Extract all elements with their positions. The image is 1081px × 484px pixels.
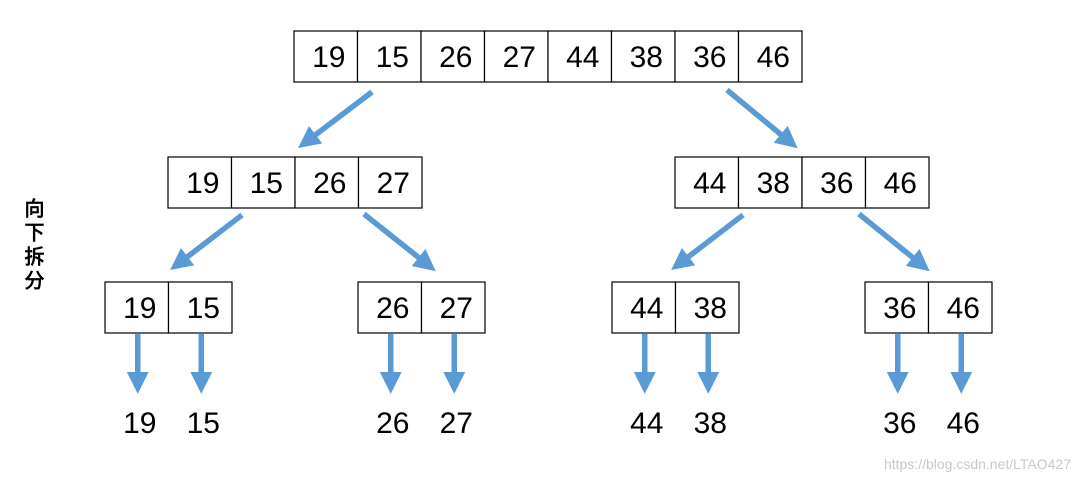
array-cell [801,156,867,209]
array-cell-value: 19 [312,41,345,74]
array-cell-value: 15 [250,167,283,200]
array-group: 44 38 36 46 [674,156,930,209]
array-cell-value: 26 [439,41,472,74]
array-cell-value: 38 [630,41,663,74]
array-cell [294,156,360,209]
array-cell [674,30,740,83]
array-cell [293,30,359,83]
array-cell-value: 19 [123,292,156,325]
side-label: 向下拆分 [21,198,45,294]
array-cell [610,30,676,83]
array-cell [927,281,993,334]
leaf-value: 26 [376,407,409,440]
array-cell [420,281,486,334]
split-arrow [298,89,374,148]
watermark: https://blog.csdn.net/LTAO427 [883,456,1071,472]
leaf-value: 19 [123,407,156,440]
array-cell [104,281,170,334]
array-cell [167,281,233,334]
array-cell-value: 15 [376,41,409,74]
array-cell [737,156,803,209]
array-cell-value: 27 [377,167,410,200]
array-cell-value: 27 [503,41,536,74]
array-group: 19 15 26 27 44 38 36 46 [293,30,803,83]
array-cell-value: 36 [820,167,853,200]
split-arrow [671,212,745,271]
array-cell [674,281,740,334]
array-cell-value: 26 [313,167,346,200]
array-cell [356,30,422,83]
split-arrow [857,211,930,272]
array-cell-value: 44 [693,167,726,200]
array-cell-value: 27 [440,292,473,325]
array-cell-value: 44 [630,292,663,325]
leaf-value: 36 [883,407,916,440]
leaf-value: 46 [947,407,980,440]
split-arrow [725,87,798,149]
array-cell [737,30,803,83]
split-arrow [170,212,244,271]
array-cell-value: 44 [566,41,599,74]
leaf-value: 15 [187,407,220,440]
array-cell-value: 46 [884,167,917,200]
array-cell-value: 36 [693,41,726,74]
leaf-value: 38 [694,407,727,440]
array-cell [357,281,423,334]
array-cell-value: 26 [376,292,409,325]
array-cell [864,281,930,334]
array-cell-value: 46 [757,41,790,74]
leaf-value: 27 [440,407,473,440]
array-cell-value: 38 [694,292,727,325]
array-group: 44 38 [611,281,740,334]
leaf-values: 19 15 26 27 44 38 36 46 [123,407,980,440]
split-arrow [362,211,436,272]
array-cell [864,156,930,209]
array-cell-value: 46 [947,292,980,325]
array-group: 19 15 26 27 [167,156,423,209]
array-cell [674,156,740,209]
leaf-value: 44 [630,407,663,440]
array-group: 36 46 [864,281,993,334]
array-cell-value: 36 [883,292,916,325]
arrows [126,87,973,394]
array-cell-value: 19 [186,167,219,200]
array-group: 26 27 [357,281,486,334]
array-cell-value: 15 [187,292,220,325]
array-cell [167,156,233,209]
array-cell [357,156,423,209]
array-cell-value: 38 [757,167,790,200]
